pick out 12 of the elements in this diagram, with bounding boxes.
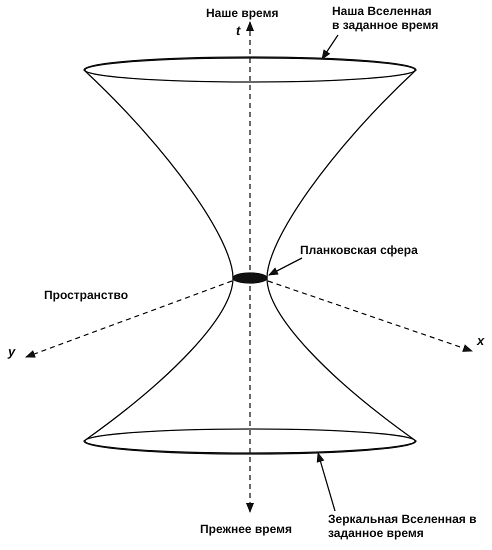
callout-text: Наша Вселенная в заданное время <box>332 4 440 32</box>
leader-line <box>316 452 336 512</box>
axis-label: x <box>477 334 484 348</box>
leader-line <box>321 34 339 60</box>
axis-label: Прежнее время <box>200 522 292 536</box>
callout-text: Зеркальная Вселенная в заданное время <box>328 512 478 540</box>
axis-label: y <box>8 345 16 359</box>
callout-text: Планковская сфера <box>300 243 419 257</box>
axis-label: t <box>236 24 240 38</box>
axis-label: Пространство <box>44 288 128 302</box>
leader-line <box>268 257 302 276</box>
axis-label: Наше время <box>206 6 278 20</box>
